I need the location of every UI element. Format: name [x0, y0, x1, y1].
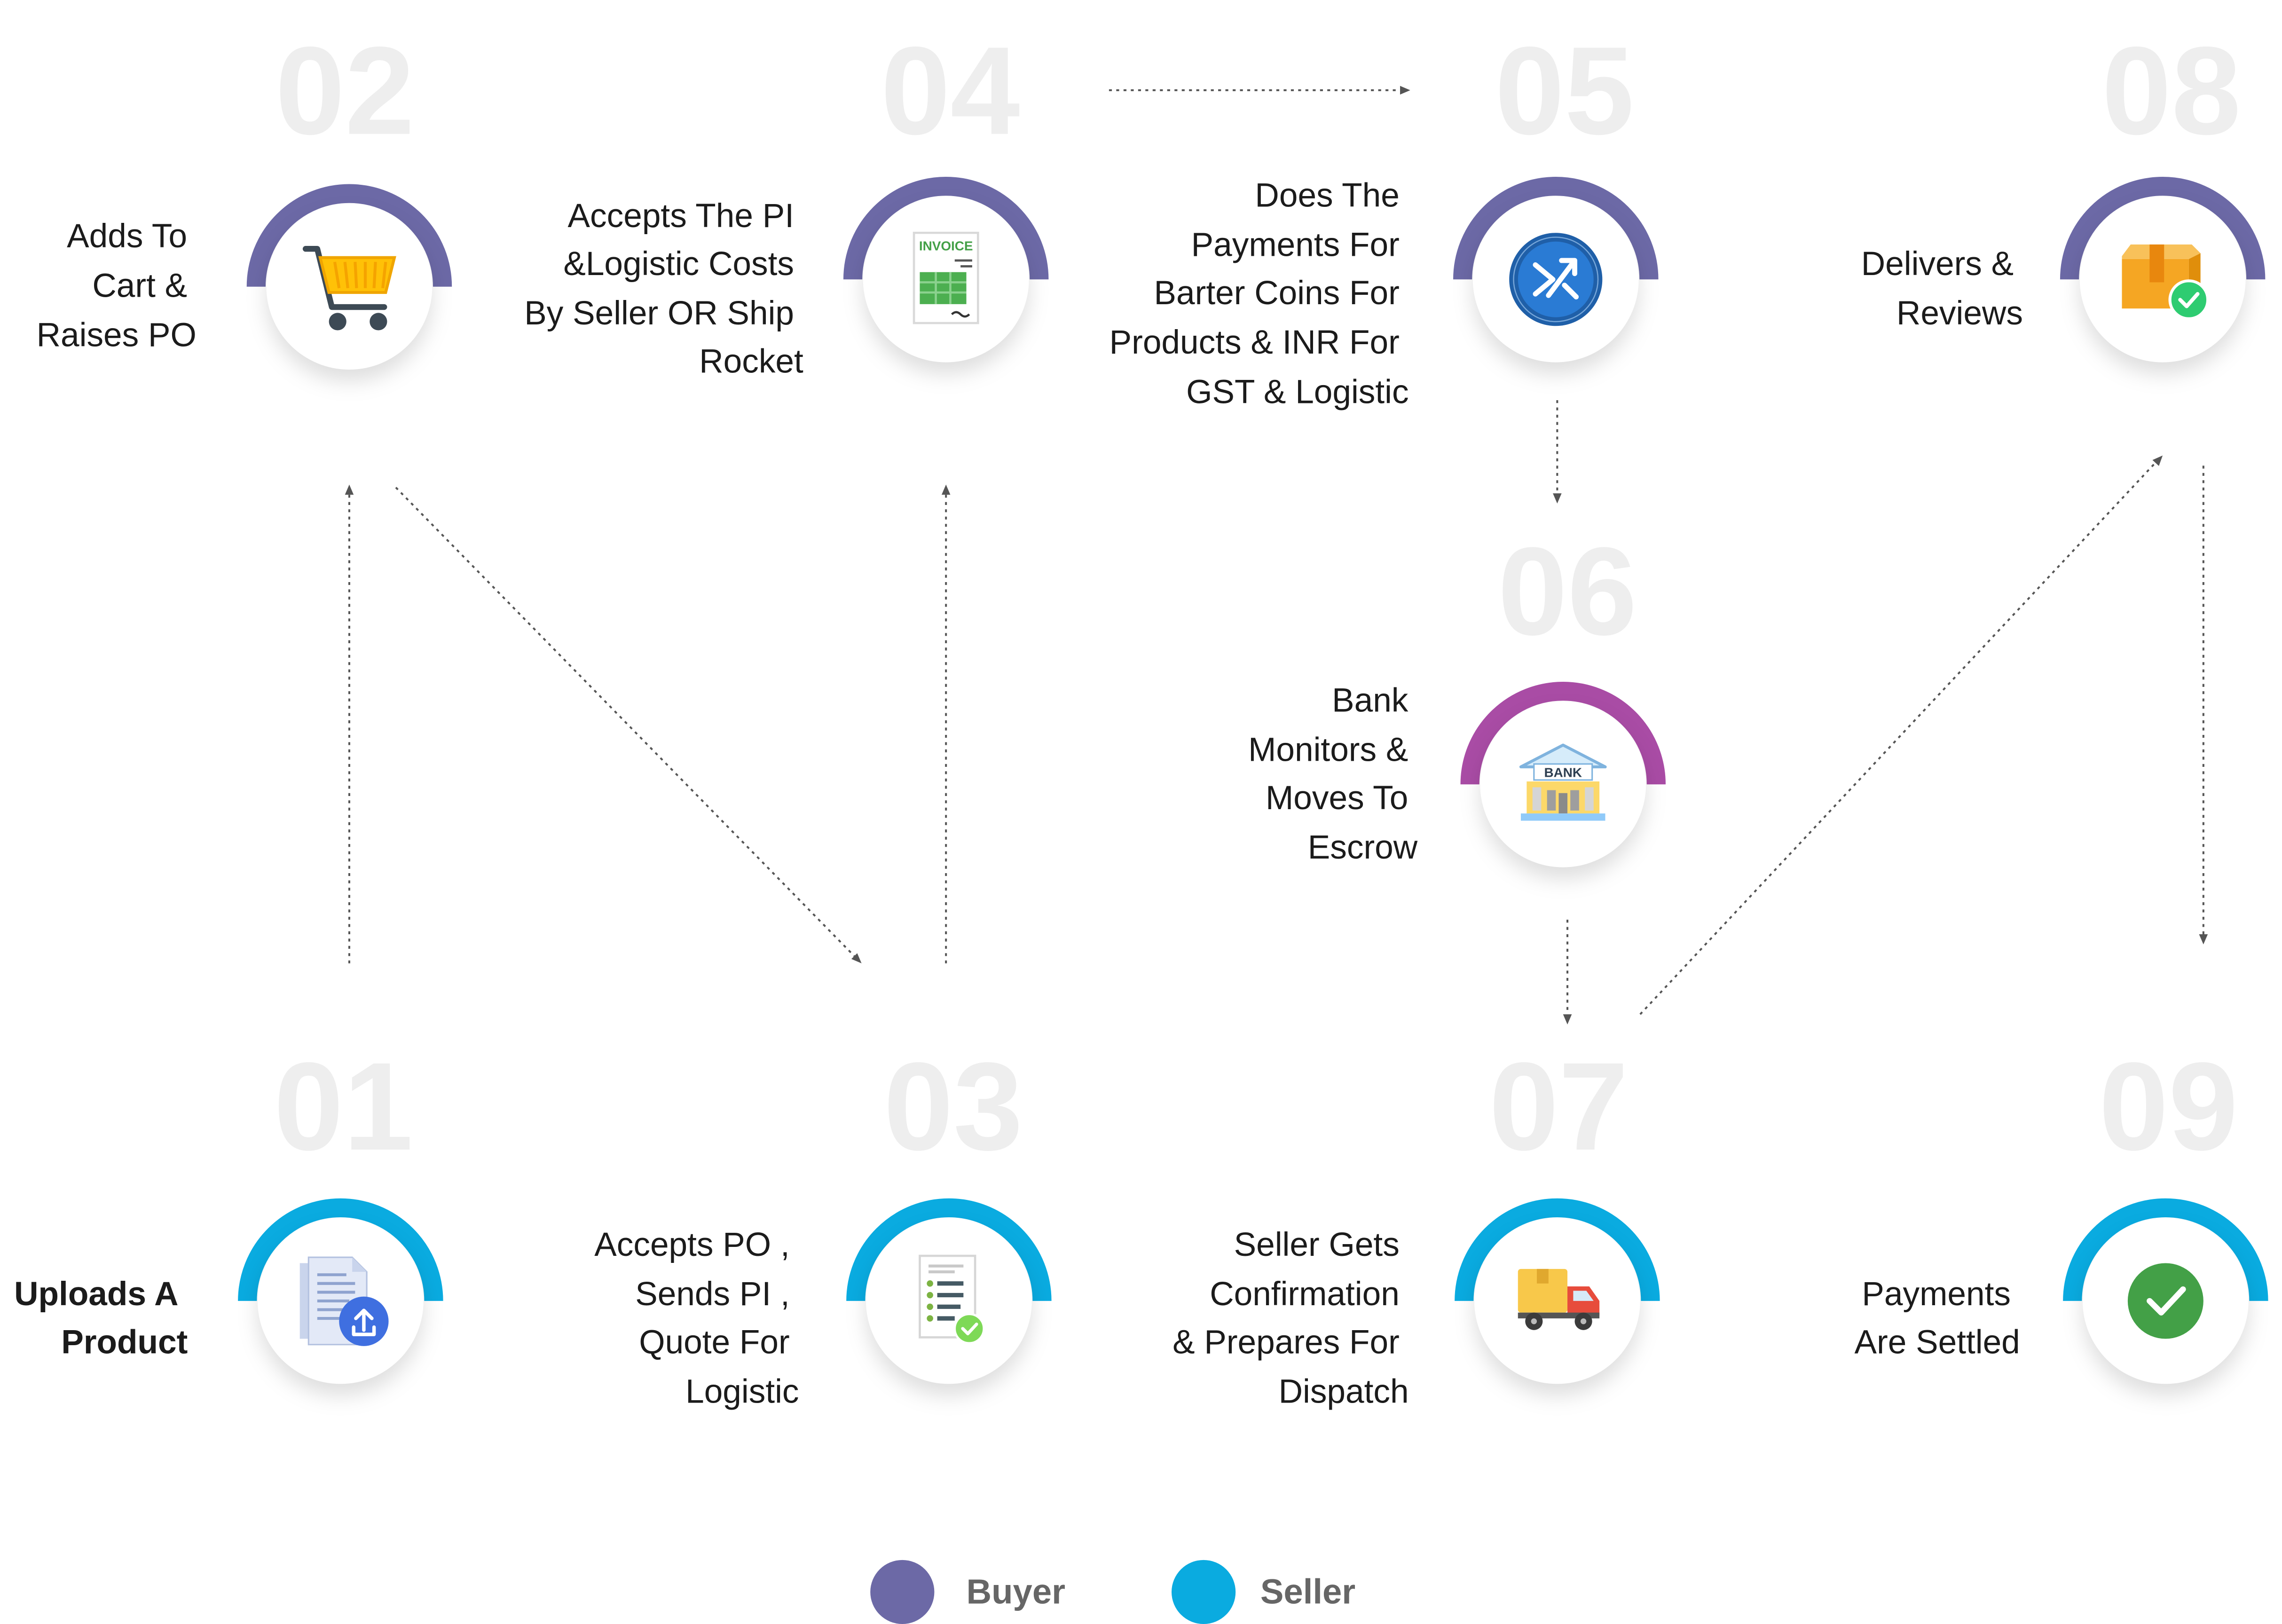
description-line: Payments	[1862, 1276, 2011, 1313]
description-line: Are Settled	[1855, 1324, 2020, 1361]
description-line: Rocket	[699, 343, 803, 380]
invoice-icon: INVOICE	[913, 231, 979, 324]
step-description: Delivers & Reviews	[1861, 245, 2023, 332]
step-description: Payments Are Settled	[1855, 1276, 2020, 1361]
description-line: Product	[61, 1324, 188, 1361]
shopping-cart-icon	[302, 246, 396, 331]
description-line: Adds To	[67, 218, 187, 255]
step-number: 03	[884, 1037, 1023, 1176]
seller-arc	[846, 1198, 1052, 1301]
description-line: Accepts The PI	[568, 197, 794, 235]
buyer-arc	[246, 184, 452, 287]
checklist-document-icon	[919, 1254, 985, 1344]
flow-arrows	[345, 86, 2208, 1025]
description-line: Products & INR For	[1110, 324, 1400, 361]
description-line: Delivers &	[1861, 245, 2014, 283]
step-number: 06	[1498, 521, 1637, 661]
description-line: Escrow	[1308, 829, 1418, 866]
step-number: 08	[2102, 21, 2241, 161]
description-line: Quote For	[639, 1324, 790, 1361]
step-description: Bank Monitors & Moves To Escrow	[1248, 682, 1418, 866]
legend: Buyer Seller	[870, 1560, 1355, 1624]
bank-icon-label: BANK	[1544, 765, 1582, 780]
step-05: 05 Does The Payments For Barter Coins Fo…	[1110, 21, 1659, 410]
arrow-06-to-07	[1563, 920, 1572, 1025]
legend-item-seller: Seller	[1172, 1560, 1355, 1624]
description-line: Logistic	[685, 1373, 799, 1411]
step-description: Does The Payments For Barter Coins For P…	[1110, 177, 1409, 410]
description-line: Confirmation	[1210, 1276, 1400, 1313]
description-line: Payments For	[1191, 227, 1400, 264]
upload-document-icon	[299, 1256, 389, 1346]
step-06: 06 BANK Bank Monitors & Moves To Escrow	[1248, 521, 1666, 867]
arrow-03-to-04	[941, 484, 951, 963]
step-description: Seller Gets Confirmation & Prepares For …	[1172, 1226, 1409, 1411]
description-line: Does The	[1255, 177, 1399, 214]
step-03: 03 Accepts PO , Sends PI , Quot	[594, 1037, 1052, 1411]
description-line: Sends PI ,	[635, 1276, 789, 1313]
description-line: & Prepares For	[1172, 1324, 1400, 1361]
buyer-arc	[1453, 177, 1659, 280]
legend-item-buyer: Buyer	[870, 1560, 1065, 1624]
arrow-04-to-05	[1109, 86, 1410, 95]
step-description: Accepts PO , Sends PI , Quote For Logist…	[594, 1226, 799, 1411]
buyer-swatch	[870, 1560, 935, 1624]
description-line: Reviews	[1896, 295, 2023, 332]
buyer-arc	[843, 177, 1049, 280]
seller-arc	[2063, 1198, 2268, 1301]
description-line: Moves To	[1266, 780, 1408, 817]
buyer-arc	[2060, 177, 2266, 280]
arrow-01-to-02	[345, 484, 354, 963]
description-line: Accepts PO ,	[594, 1226, 789, 1263]
step-number: 05	[1495, 21, 1634, 161]
step-description: Accepts The PI &Logistic Costs By Seller…	[524, 197, 803, 380]
arrow-08-to-09	[2199, 465, 2208, 945]
arrow-02-to-03	[395, 487, 862, 963]
description-line: Seller Gets	[1234, 1226, 1400, 1263]
description-line: Raises PO	[37, 317, 197, 354]
check-circle-icon	[2127, 1263, 2203, 1339]
step-number: 01	[274, 1037, 413, 1176]
description-line: Bank	[1332, 682, 1409, 719]
arrow-07-to-08	[1639, 455, 2163, 1015]
step-08: 08 Delivers & Reviews	[1861, 21, 2266, 363]
description-line: Barter Coins For	[1154, 275, 1400, 312]
description-line: &Logistic Costs	[563, 245, 794, 283]
step-number: 09	[2099, 1037, 2238, 1176]
buyer-legend-label: Buyer	[967, 1572, 1066, 1611]
bank-arc	[1460, 682, 1666, 785]
seller-swatch	[1172, 1560, 1236, 1624]
step-09: 09 Payments Are Settled	[1855, 1037, 2268, 1384]
description-line: By Seller OR Ship	[524, 295, 794, 332]
step-04: 04 INVOICE Accepts The PI &Logistic Cost…	[524, 21, 1049, 380]
arrow-05-to-06	[1553, 400, 1562, 504]
step-number: 04	[881, 21, 1021, 161]
description-line: GST & Logistic	[1186, 373, 1409, 410]
seller-arc	[238, 1198, 443, 1301]
barter-coin-icon	[1509, 233, 1603, 326]
description-line: Cart &	[92, 267, 187, 304]
package-delivered-icon	[2122, 244, 2210, 320]
seller-arc	[1455, 1198, 1660, 1301]
step-number: 02	[275, 21, 415, 161]
invoice-icon-label: INVOICE	[919, 238, 973, 253]
step-number: 07	[1489, 1037, 1628, 1176]
step-01: 01 Uploads A Product	[14, 1037, 443, 1384]
bank-icon: BANK	[1519, 743, 1607, 821]
description-line: Uploads A	[14, 1276, 178, 1313]
step-02: 02 Adds To Cart & Raises PO	[37, 21, 452, 370]
description-line: Dispatch	[1279, 1373, 1409, 1411]
step-description: Adds To Cart & Raises PO	[37, 218, 197, 354]
step-07: 07 Seller Gets Confirmation & Prepares F…	[1172, 1037, 1660, 1411]
step-description: Uploads A Product	[14, 1276, 188, 1361]
seller-legend-label: Seller	[1260, 1572, 1355, 1611]
description-line: Monitors &	[1248, 732, 1408, 769]
delivery-truck-icon	[1518, 1269, 1600, 1330]
